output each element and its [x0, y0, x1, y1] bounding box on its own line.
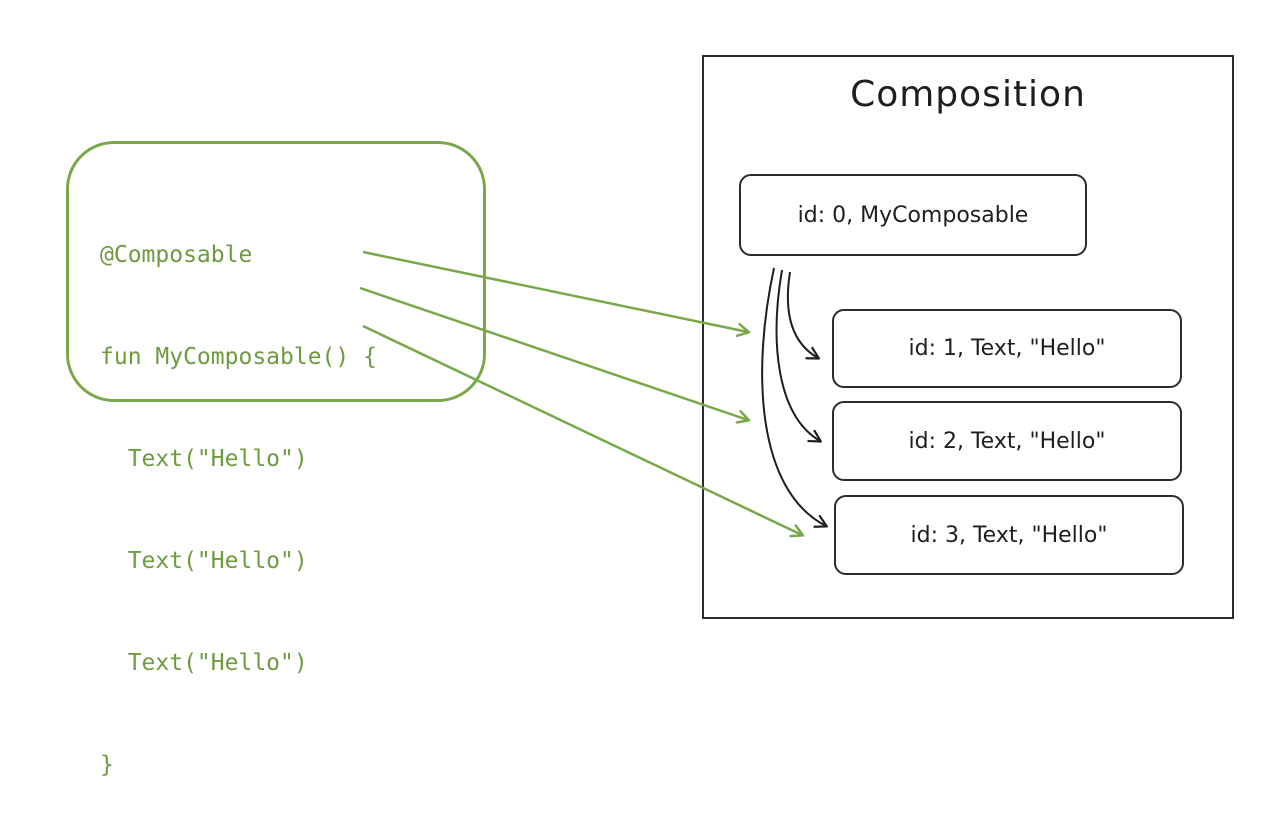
composition-node-1: id: 1, Text, "Hello"	[832, 309, 1182, 388]
composition-node-3: id: 3, Text, "Hello"	[834, 495, 1184, 575]
code-line-annotation: @Composable	[100, 242, 253, 268]
code-line-text-2: Text("Hello")	[100, 548, 308, 574]
code-line-text-1: Text("Hello")	[100, 446, 308, 472]
code-block: @Composable fun MyComposable() { Text("H…	[100, 170, 377, 816]
code-line-close: }	[100, 752, 114, 778]
code-line-function: fun MyComposable() {	[100, 344, 377, 370]
composition-title: Composition	[850, 74, 1086, 115]
composition-node-2: id: 2, Text, "Hello"	[832, 401, 1182, 481]
code-line-text-3: Text("Hello")	[100, 650, 308, 676]
composition-node-root: id: 0, MyComposable	[739, 174, 1087, 256]
